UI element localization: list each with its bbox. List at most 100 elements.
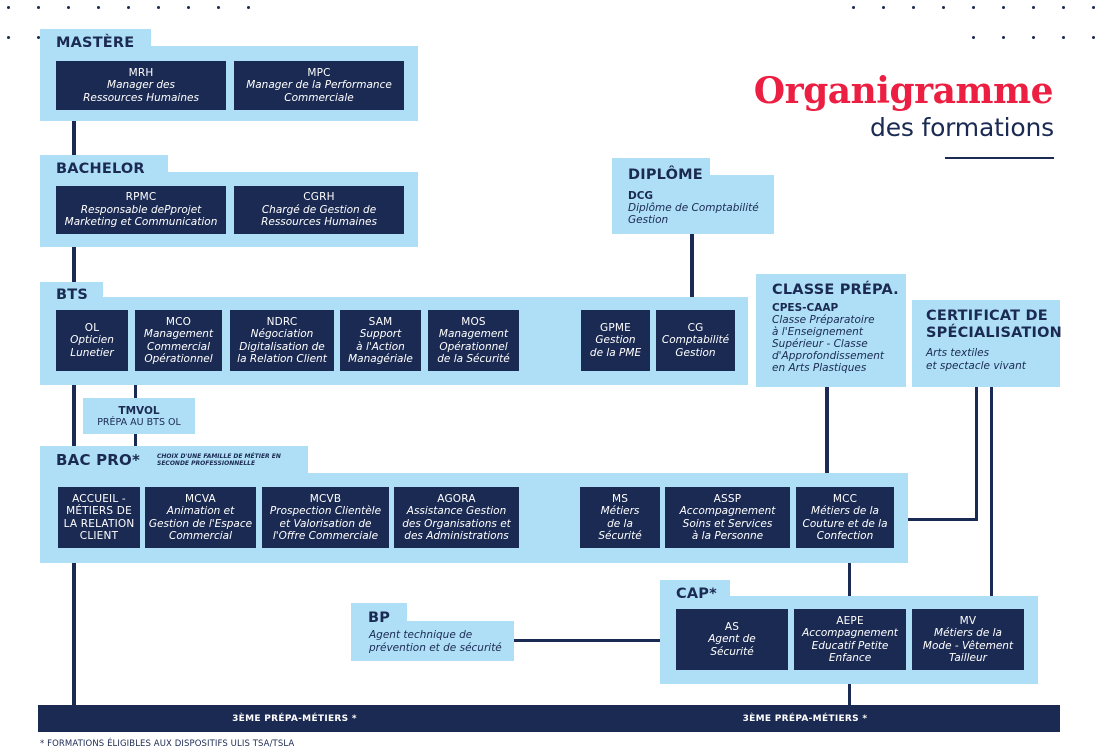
diplome-heading: DIPLÔME xyxy=(628,167,703,183)
program-desc: Négociation xyxy=(250,328,314,340)
program-card-aepe[interactable]: AEPE Accompagnement Educatif Petite Enfa… xyxy=(794,609,906,670)
dot xyxy=(247,6,250,9)
program-desc: Accompagnement xyxy=(679,505,776,517)
dot xyxy=(912,6,915,9)
program-desc: Commercial xyxy=(146,340,211,353)
program-code: AEPE xyxy=(836,614,864,627)
program-desc: Manager des xyxy=(107,79,175,92)
program-card-ndrc[interactable]: NDRC Négociation Digitalisation de la Re… xyxy=(230,310,334,371)
bp-tab xyxy=(351,603,407,623)
program-card-gpme[interactable]: GPME Gestion de la PME xyxy=(581,310,650,371)
program-card-cg[interactable]: CG Comptabilité Gestion xyxy=(656,310,735,371)
program-card-mcc[interactable]: MCC Métiers de la Couture et de la Confe… xyxy=(796,487,894,548)
program-card-mv[interactable]: MV Métiers de la Mode - Vêtement Tailleu… xyxy=(912,609,1024,670)
program-card-mcvb[interactable]: MCVB Prospection Clientèle et Valorisati… xyxy=(262,487,389,548)
connector-cap-bottom xyxy=(848,684,851,706)
program-desc: des Organisations et xyxy=(402,517,511,530)
dot xyxy=(1002,36,1005,39)
dot xyxy=(67,6,70,9)
dot xyxy=(97,6,100,9)
program-card-as[interactable]: AS Agent de Sécurité xyxy=(676,609,788,670)
program-card-agora[interactable]: AGORA Assistance Gestion des Organisatio… xyxy=(394,487,519,548)
program-desc: Gestion xyxy=(595,334,636,347)
program-card-mos[interactable]: MOS Management Opérationnel de la Sécuri… xyxy=(428,310,519,371)
dot xyxy=(1092,6,1095,9)
dot xyxy=(127,6,130,9)
program-desc: Support xyxy=(359,328,402,340)
program-card-cgrh[interactable]: CGRH Chargé de Gestion de Ressources Hum… xyxy=(234,186,404,234)
program-desc: Métiers de la xyxy=(934,627,1002,639)
program-desc: Digitalisation de xyxy=(239,340,325,353)
program-desc: CLIENT xyxy=(79,530,119,542)
program-code: CG xyxy=(687,321,704,334)
dot xyxy=(37,6,40,9)
program-card-mrh[interactable]: MRH Manager des Ressources Humaines xyxy=(56,61,226,110)
bottom-bar-label: 3ÈME PRÉPA-MÉTIERS * xyxy=(232,713,357,724)
program-card-sam[interactable]: SAM Support à l'Action Managériale xyxy=(340,310,421,371)
bp-desc: prévention et de sécurité xyxy=(369,642,502,654)
cap-tab xyxy=(660,580,730,600)
program-code: AGORA xyxy=(437,492,476,505)
connector-master-bachelor xyxy=(72,120,76,156)
classe-prepa-desc: Supérieur - Classe xyxy=(772,338,868,350)
program-desc: LA RELATION xyxy=(63,517,135,530)
program-code: MCO xyxy=(165,315,192,328)
connector-bacpro-cap xyxy=(848,562,851,600)
program-desc: Agent de xyxy=(708,633,756,646)
classe-prepa-code: CPES-CAAP xyxy=(772,302,839,314)
connector-bachelor-bts xyxy=(72,246,76,282)
bachelor-tab xyxy=(40,155,168,175)
program-card-mco[interactable]: MCO Management Commercial Opérationnel xyxy=(135,310,222,371)
program-desc: Enfance xyxy=(828,652,872,664)
bts-heading: BTS xyxy=(56,287,88,303)
program-desc: la Relation Client xyxy=(237,353,327,365)
program-desc: de la Sécurité xyxy=(437,353,510,365)
dot xyxy=(1062,36,1065,39)
program-card-mpc[interactable]: MPC Manager de la Performance Commercial… xyxy=(234,61,404,110)
program-desc: Chargé de Gestion de xyxy=(261,203,377,216)
dot xyxy=(972,36,975,39)
master-tab xyxy=(40,29,151,49)
program-desc: Animation et xyxy=(166,505,235,517)
dot xyxy=(157,6,160,9)
program-desc: Ressources Humaines xyxy=(83,91,199,104)
program-desc: Marketing et Communication xyxy=(64,216,218,229)
dot xyxy=(942,6,945,9)
program-card-accueil[interactable]: ACCUEIL - MÉTIERS DE LA RELATION CLIENT xyxy=(58,487,140,548)
program-desc: Opticien xyxy=(70,334,114,347)
program-desc: Commercial xyxy=(168,530,233,542)
program-card-rpmc[interactable]: RPMC Responsable dePprojet Marketing et … xyxy=(56,186,226,234)
bp-panel xyxy=(351,621,514,661)
program-card-ms[interactable]: MS Métiers de la Sécurité xyxy=(580,487,660,548)
program-desc: Tailleur xyxy=(949,652,987,664)
program-desc: Couture et de la xyxy=(802,517,888,530)
certificat-heading: SPÉCIALISATION xyxy=(926,325,1062,341)
classe-prepa-desc: à l'Enseignement xyxy=(772,326,863,338)
program-desc: Management xyxy=(438,328,509,340)
connector-bp-cap xyxy=(513,639,661,642)
program-desc: ACCUEIL - xyxy=(72,492,126,505)
program-desc: Gestion xyxy=(675,346,716,359)
program-desc: Manager de la Performance xyxy=(246,79,392,92)
classe-prepa-heading: CLASSE PRÉPA. xyxy=(772,282,899,298)
program-card-assp[interactable]: ASSP Accompagnement Soins et Services à … xyxy=(665,487,790,548)
bp-desc: Agent technique de xyxy=(369,629,473,641)
footnote: * FORMATIONS ÉLIGIBLES AUX DISPOSITIFS U… xyxy=(40,739,295,749)
program-card-ol[interactable]: OL Opticien Lunetier xyxy=(56,310,128,371)
program-code: MOS xyxy=(461,315,486,328)
program-code: AS xyxy=(724,620,740,633)
program-code: MCC xyxy=(832,492,858,505)
program-desc: MÉTIERS DE xyxy=(66,505,132,517)
program-desc: Lunetier xyxy=(70,346,114,359)
program-code: MCVA xyxy=(185,492,216,505)
connector-diplome-bts xyxy=(690,233,694,297)
program-code: MRH xyxy=(128,66,154,79)
bottom-bar-left: 3ÈME PRÉPA-MÉTIERS * xyxy=(38,705,551,732)
classe-prepa-desc: Classe Préparatoire xyxy=(772,314,875,326)
program-card-mcva[interactable]: MCVA Animation et Gestion de l'Espace Co… xyxy=(145,487,256,548)
dot xyxy=(972,6,975,9)
page-subtitle: des formations xyxy=(870,113,1054,142)
diplome-tab xyxy=(612,158,710,178)
bac-pro-note: CHOIX D'UNE FAMILLE DE MÉTIER EN xyxy=(157,453,281,460)
dot xyxy=(1002,6,1005,9)
